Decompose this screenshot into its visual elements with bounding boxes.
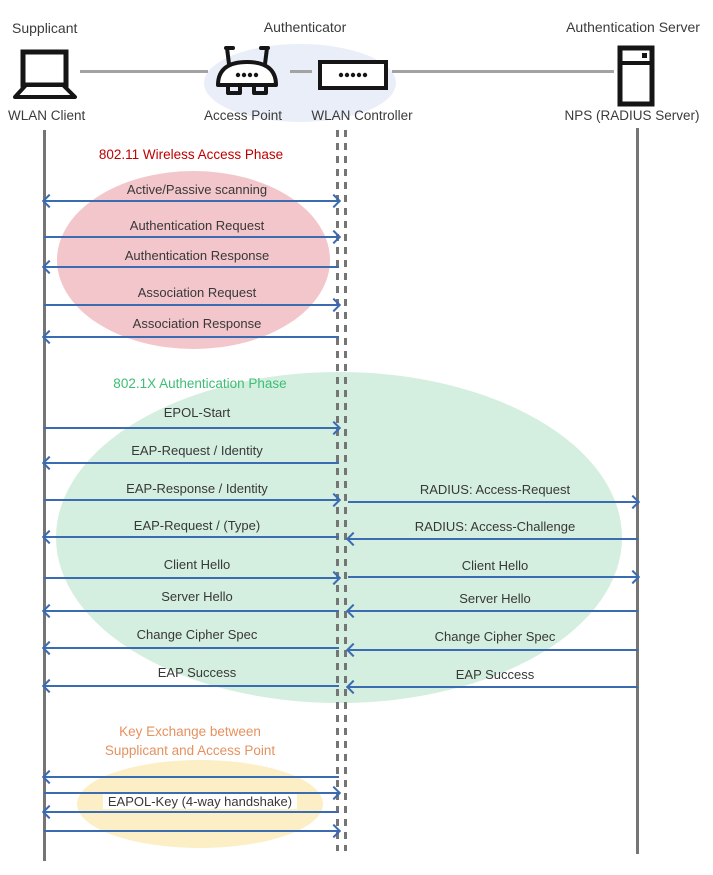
- lifeline-controller-dashed: [344, 130, 347, 851]
- node-label-wlan-client: WLAN Client: [8, 108, 86, 123]
- message-label: EAP Success: [157, 665, 237, 680]
- phase3-title-line1: Key Exchange between: [119, 724, 261, 739]
- message-arrow-authentication-request: [44, 236, 339, 238]
- role-authenticator: Authenticator: [263, 19, 347, 35]
- message-arrow-eapol-key-3: [44, 811, 339, 813]
- message-label: Client Hello: [461, 558, 529, 573]
- message-arrow-change-cipher-spec-left: [44, 647, 339, 649]
- message-arrow-eap-success-right: [348, 686, 638, 688]
- phase1-title: 802.11 Wireless Access Phase: [98, 147, 284, 162]
- message-arrow-association-response: [44, 336, 339, 338]
- message-arrow-eap-response-identity: [44, 499, 339, 501]
- message-label: EAP-Request / (Type): [133, 518, 261, 533]
- message-arrow-radius-access-request: [348, 501, 638, 503]
- message-label: RADIUS: Access-Request: [419, 482, 571, 497]
- message-label: Association Response: [132, 316, 262, 331]
- message-label: EAP-Request / Identity: [131, 443, 263, 458]
- message-arrow-client-hello-right: [348, 576, 638, 578]
- message-arrow-eapol-key-4: [44, 830, 339, 832]
- message-arrow-authentication-response: [44, 266, 339, 268]
- message-arrow-eap-request-identity: [44, 462, 339, 464]
- lifeline-access-point-dashed: [336, 130, 339, 851]
- message-arrow-server-hello-right: [348, 610, 638, 612]
- connector-ap-controller: [290, 70, 312, 73]
- message-arrow-client-hello-left: [44, 577, 339, 579]
- message-label: Change Cipher Spec: [434, 629, 556, 644]
- server-icon: [617, 45, 657, 107]
- message-arrow-radius-access-challenge: [348, 538, 638, 540]
- message-label: Client Hello: [163, 557, 231, 572]
- message-arrow-active-passive-scanning: [44, 200, 339, 202]
- phase3-title-line2: Supplicant and Access Point: [104, 743, 276, 758]
- message-label: Authentication Request: [129, 218, 265, 233]
- message-label: RADIUS: Access-Challenge: [414, 519, 576, 534]
- role-authentication-server: Authentication Server: [566, 19, 700, 35]
- message-label: EAP-Response / Identity: [126, 481, 268, 496]
- node-label-wlan-controller: WLAN Controller: [311, 108, 413, 123]
- node-label-access-point: Access Point: [203, 108, 283, 123]
- message-arrow-change-cipher-spec-right: [348, 649, 638, 651]
- laptop-icon: [12, 48, 78, 102]
- message-arrow-eap-success-left: [44, 685, 339, 687]
- access-point-icon: [212, 44, 282, 100]
- message-arrow-epol-start: [44, 427, 339, 429]
- message-label: EPOL-Start: [163, 405, 231, 420]
- message-label: Server Hello: [459, 591, 531, 606]
- node-label-nps: NPS (RADIUS Server): [564, 108, 700, 123]
- message-arrow-eapol-key-1: [44, 776, 339, 778]
- message-arrow-eap-request-type: [44, 536, 339, 538]
- message-label: Change Cipher Spec: [136, 627, 258, 642]
- message-label: Server Hello: [161, 589, 233, 604]
- message-label: Association Request: [137, 285, 257, 300]
- connector-client-ap: [80, 70, 208, 73]
- message-label: Active/Passive scanning: [126, 182, 268, 197]
- phase3-title: Key Exchange between Supplicant and Acce…: [105, 722, 275, 760]
- lifeline-radius-server: [636, 128, 639, 854]
- message-label: EAPOL-Key (4-way handshake): [102, 794, 298, 809]
- message-arrow-association-request: [44, 304, 339, 306]
- connector-controller-server: [392, 70, 614, 73]
- role-supplicant: Supplicant: [12, 20, 78, 36]
- wlan-controller-icon: [318, 60, 388, 90]
- message-label: Authentication Response: [124, 248, 270, 263]
- message-arrow-server-hello-left: [44, 610, 339, 612]
- message-arrow-eapol-key-2: [44, 792, 339, 794]
- message-label: EAP Success: [455, 667, 535, 682]
- lifeline-supplicant: [43, 130, 46, 861]
- phase2-title: 802.1X Authentication Phase: [113, 376, 287, 391]
